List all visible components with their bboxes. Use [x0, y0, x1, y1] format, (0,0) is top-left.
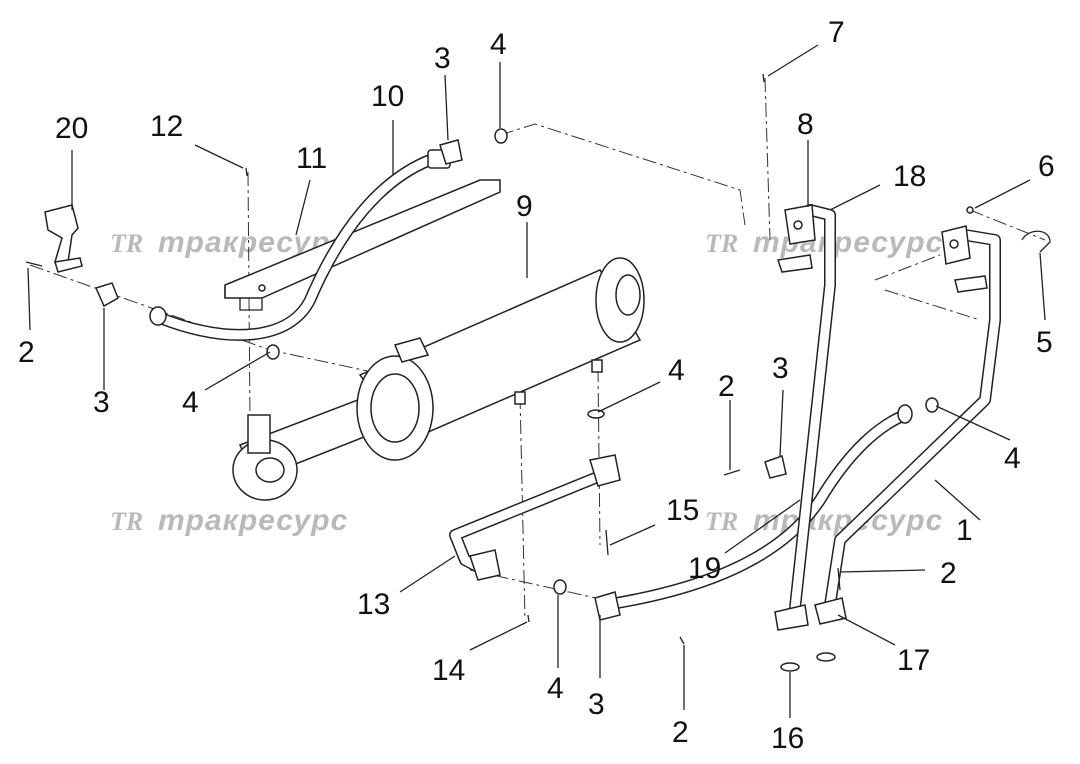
callout-1: 1	[956, 514, 973, 547]
bracket-20	[44, 204, 83, 273]
watermark-4: TR тракресурс	[705, 504, 942, 537]
callout-5: 5	[1036, 326, 1053, 359]
callout-16: 16	[771, 722, 804, 755]
bolts	[25, 73, 974, 645]
callout-3: 3	[434, 42, 451, 75]
callout-18: 18	[893, 160, 926, 193]
callout-4: 4	[547, 672, 564, 705]
callout-2: 2	[672, 716, 689, 749]
callout-20: 20	[55, 112, 88, 145]
watermark-text: тракресурс	[158, 504, 348, 537]
callout-11: 11	[296, 142, 327, 175]
callout-4: 4	[490, 28, 507, 61]
watermark-text: тракресурс	[753, 226, 943, 259]
watermark-logo: TR	[705, 507, 738, 536]
callout-7: 7	[828, 16, 845, 49]
pipe-13	[449, 454, 621, 581]
callout-13: 13	[357, 588, 390, 621]
clamp-3-left	[94, 282, 119, 308]
callout-12: 12	[150, 110, 183, 143]
callout-14: 14	[432, 654, 465, 687]
watermark-logo: TR	[705, 229, 738, 258]
watermark-logo: TR	[110, 229, 143, 258]
pipe-18	[774, 204, 836, 631]
callout-4: 4	[1004, 442, 1021, 475]
callout-3: 3	[772, 352, 789, 385]
callout-15: 15	[666, 494, 699, 527]
pipe-1	[814, 225, 1001, 625]
orings	[266, 128, 939, 672]
callout-19: 19	[688, 552, 721, 585]
callout-9: 9	[516, 190, 533, 223]
callout-2: 2	[18, 336, 35, 369]
clamp-3-top	[439, 139, 463, 165]
callout-labels: 1 2 2 2 2 2 3 3 3 3 4 4 4 4 4 5 6 7 8 9 …	[18, 16, 1055, 755]
callout-3: 3	[93, 386, 110, 419]
clamp-3-mid	[764, 455, 787, 479]
watermark-logo: TR	[110, 507, 143, 536]
callout-10: 10	[371, 80, 404, 113]
callout-17: 17	[897, 644, 930, 677]
cylinder-9	[232, 257, 645, 501]
callout-4: 4	[182, 386, 199, 419]
callout-8: 8	[797, 108, 814, 141]
hose-19	[594, 404, 913, 621]
callout-2: 2	[940, 557, 957, 590]
callout-2: 2	[718, 370, 735, 403]
callout-3: 3	[588, 688, 605, 721]
callout-6: 6	[1038, 150, 1055, 183]
leader-lines	[27, 44, 1046, 718]
ubolt-5	[1021, 230, 1051, 253]
watermark-2: TR тракресурс	[705, 226, 943, 259]
plate-11	[224, 179, 501, 311]
watermark-3: TR тракресурс	[110, 504, 348, 537]
hose-10	[149, 149, 451, 341]
callout-4: 4	[668, 354, 685, 387]
